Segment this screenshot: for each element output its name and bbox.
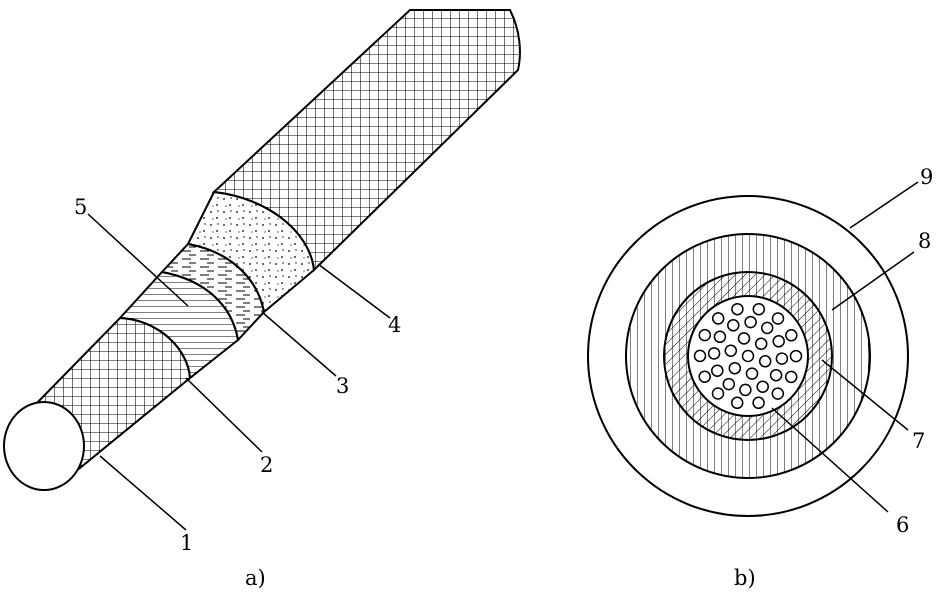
leader-line-5 [87,213,189,307]
leader-line-6 [771,407,889,513]
outer-jacket-braid [211,9,521,273]
caption-a: a) [245,566,266,590]
label-1: 1 [180,531,193,555]
leader-line-9 [849,181,919,229]
strand-circle [741,349,755,363]
leader-line-1 [99,455,187,531]
cable-side-view: 1 2 3 4 5 a) [3,9,521,590]
strand-circle [728,361,742,375]
strand-circle [727,319,740,332]
strand-circle [789,349,803,363]
strand-circle [775,352,789,365]
strand-circle [731,302,744,316]
strand-circle [711,387,725,400]
strand-circle [771,387,785,400]
strand-circle [693,349,707,363]
label-9: 9 [920,165,933,189]
strand-circle [771,312,785,325]
strand-circle [713,330,727,344]
leader-line-2 [185,377,263,453]
strand-circle [785,329,798,342]
leader-line-8 [831,251,915,311]
cable-cross-section: 6 7 8 9 b) [587,165,933,590]
label-5: 5 [74,195,87,219]
strand-circle [730,396,744,410]
strand-circle [737,332,751,345]
leader-line-3 [261,311,337,377]
cable-end-face [3,401,85,491]
strand-circle [724,344,738,357]
strand-circle [752,396,765,410]
strand-circle [758,355,772,368]
strand-circle [756,380,769,393]
strand-circle [722,377,736,391]
strand-circle [769,368,783,382]
caption-b: b) [734,566,756,590]
strand-circle [754,337,768,351]
strand-circle [698,370,711,383]
strand-circle [744,315,757,329]
strand-circle [739,383,752,397]
label-6: 6 [896,513,909,537]
strand-circle [772,335,785,348]
strand-circle [711,364,724,377]
strand-circle [784,370,798,384]
label-7: 7 [912,429,925,453]
leader-line-4 [317,263,391,319]
label-3: 3 [336,374,349,398]
leader-line-7 [821,359,909,431]
label-2: 2 [260,453,273,477]
conductor-strands [693,302,803,410]
strand-circle [760,321,774,335]
strand-circle [745,367,759,380]
strand-circle [752,302,766,316]
label-4: 4 [388,313,401,337]
strand-circle [707,347,721,360]
strand-circle [711,312,725,325]
label-8: 8 [918,229,931,253]
strand-circle [698,328,712,342]
